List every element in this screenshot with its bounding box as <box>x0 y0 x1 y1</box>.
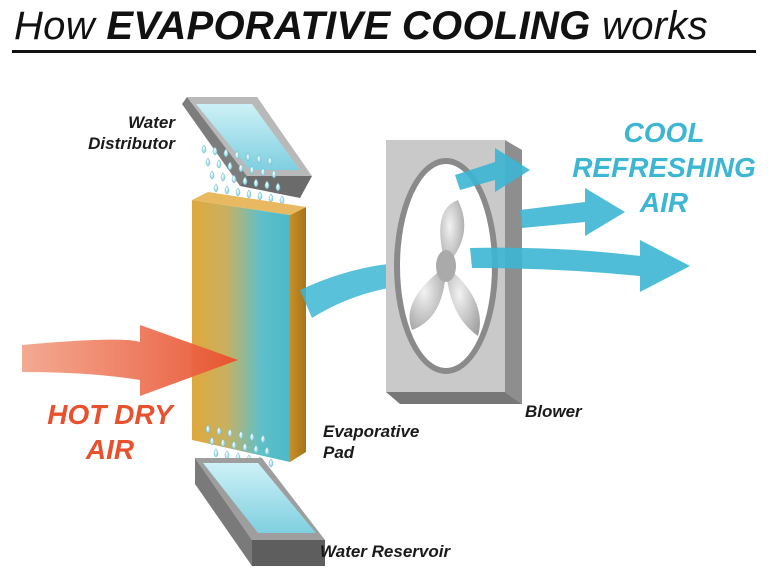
water-drop <box>260 434 266 444</box>
water-drop <box>256 154 262 164</box>
water-drop <box>201 144 207 154</box>
water-drop <box>267 156 273 166</box>
water-drop <box>279 195 285 205</box>
water-drop <box>249 432 255 442</box>
water-drop <box>231 440 237 450</box>
water-drop <box>264 446 270 456</box>
water-drop <box>212 146 218 156</box>
title-suffix: works <box>602 4 708 48</box>
water-drop <box>234 150 240 160</box>
water-drop <box>253 444 259 454</box>
cool-label-line1: COOL <box>624 117 705 148</box>
water-drop <box>220 438 226 448</box>
water-drop <box>227 161 233 171</box>
water-drop <box>224 185 230 195</box>
water-drop <box>209 436 215 446</box>
title-prefix: How <box>14 4 95 48</box>
water-drop <box>268 193 274 203</box>
water-drop <box>238 163 244 173</box>
water-drop <box>216 159 222 169</box>
water-reservoir <box>195 458 325 566</box>
water-drop <box>238 430 244 440</box>
water-drop <box>257 191 263 201</box>
water-drop <box>271 169 277 179</box>
water-drop <box>220 172 226 182</box>
water-drop <box>213 448 219 458</box>
hot-label-line1: HOT DRY <box>47 399 175 430</box>
evaporative-pad-label-line2: Pad <box>323 443 355 462</box>
water-drop <box>260 167 266 177</box>
hot-label-line2: AIR <box>85 434 135 465</box>
water-distributor-label-line1: Water <box>128 113 176 132</box>
title-emphasis: EVAPORATIVE COOLING <box>106 4 591 48</box>
cool-label-line2: REFRESHING <box>572 152 756 183</box>
blower-label: Blower <box>525 402 583 421</box>
water-drop <box>216 426 222 436</box>
page-title: How EVAPORATIVE COOLING works <box>14 4 708 49</box>
water-drop <box>264 180 270 190</box>
water-drop <box>253 178 259 188</box>
water-drop <box>235 187 241 197</box>
cool-label-line3: AIR <box>639 187 689 218</box>
evaporative-pad-label-line1: Evaporative <box>323 422 419 441</box>
cool-air-arrows-out <box>455 148 690 292</box>
water-drop <box>209 170 215 180</box>
water-drop <box>242 176 248 186</box>
water-drop <box>242 442 248 452</box>
water-reservoir-label: Water Reservoir <box>320 542 451 561</box>
water-drop <box>223 148 229 158</box>
water-drop <box>213 183 219 193</box>
water-drop <box>268 458 274 468</box>
water-drop <box>275 182 281 192</box>
water-drop <box>224 450 230 460</box>
blower <box>386 140 522 404</box>
hot-air-arrow <box>22 325 238 396</box>
water-drop <box>231 174 237 184</box>
water-drop <box>205 424 211 434</box>
water-drop <box>245 152 251 162</box>
water-drop <box>205 157 211 167</box>
water-drop <box>249 165 255 175</box>
water-distributor-label-line2: Distributor <box>88 134 176 153</box>
title-underline <box>12 50 756 53</box>
water-drop <box>227 428 233 438</box>
evaporative-pad <box>192 192 306 462</box>
water-drop <box>246 189 252 199</box>
